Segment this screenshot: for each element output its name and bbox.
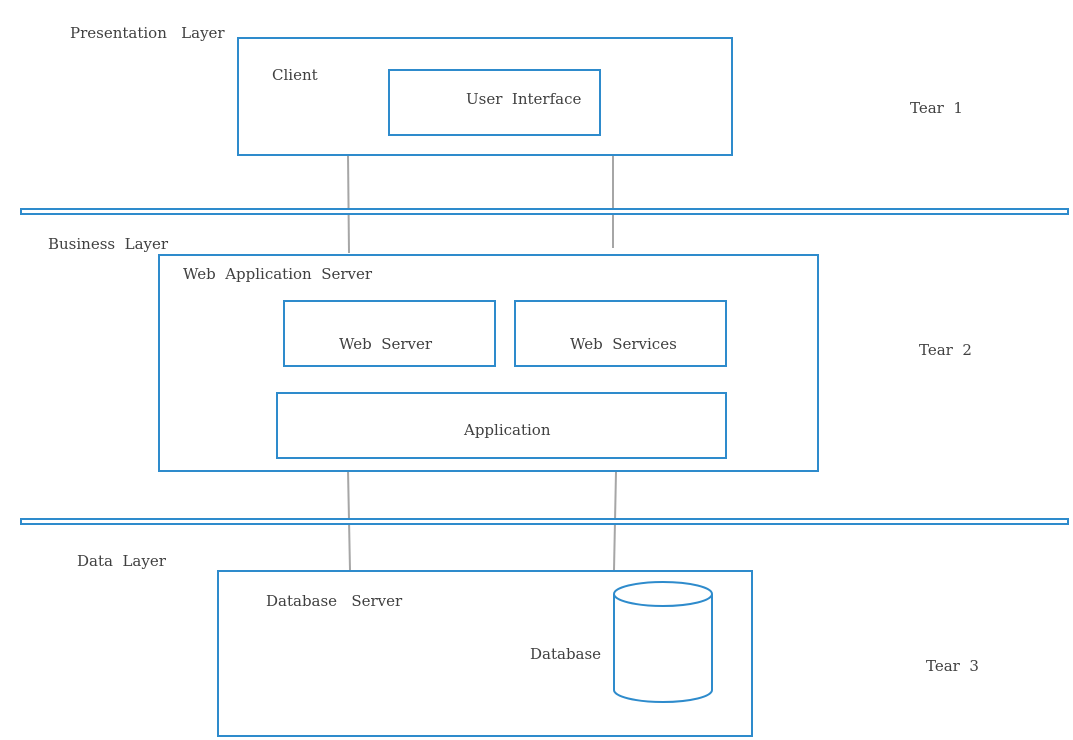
tier-separator-1 (20, 208, 1069, 215)
tier-2-label: Tear 2 (919, 341, 972, 359)
web-services-box: Web Services (514, 300, 727, 367)
application-label: Application (464, 421, 551, 439)
tier-separator-2 (20, 518, 1069, 525)
application-box: Application (276, 392, 727, 459)
web-server-box: Web Server (283, 300, 496, 367)
user-interface-label: User Interface (466, 90, 582, 108)
database-cylinder-icon (613, 581, 713, 703)
client-label: Client (272, 66, 318, 84)
data-layer-label: Data Layer (77, 552, 166, 570)
web-server-label: Web Server (339, 335, 433, 353)
web-services-label: Web Services (570, 335, 677, 353)
business-layer-label: Business Layer (48, 235, 169, 253)
tier-1-label: Tear 1 (910, 99, 963, 117)
presentation-layer-label: Presentation Layer (70, 24, 225, 42)
connector-line (347, 153, 350, 254)
web-application-server-label: Web Application Server (183, 265, 373, 283)
database-server-label: Database Server (266, 592, 403, 610)
database-label: Database (530, 645, 602, 663)
tier-3-label: Tear 3 (926, 657, 979, 675)
user-interface-box: User Interface (388, 69, 601, 136)
